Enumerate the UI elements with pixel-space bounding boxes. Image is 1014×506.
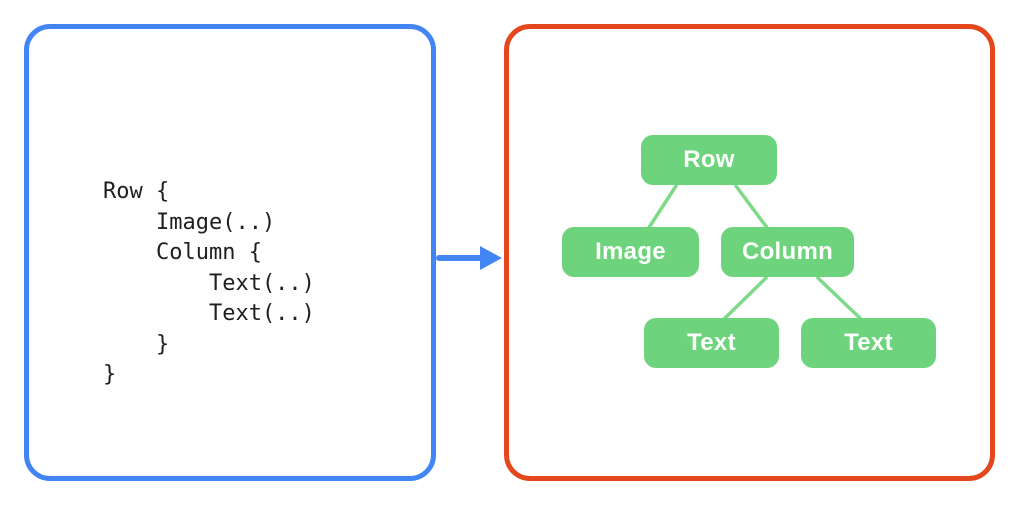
- edge-column-text-left: [721, 276, 768, 322]
- tree-connector-lines: [646, 184, 864, 322]
- tree-node-column: Column: [721, 227, 854, 277]
- tree-node-image: Image: [562, 227, 699, 277]
- arrow-right-icon: [480, 246, 502, 270]
- arrow-shaft: [436, 255, 484, 261]
- edge-column-text-right: [816, 276, 864, 322]
- edge-row-column: [734, 184, 770, 231]
- tree-node-text-left: Text: [644, 318, 779, 368]
- tree-node-text-right: Text: [801, 318, 936, 368]
- code-panel: Row { Image(..) Column { Text(..) Text(.…: [24, 24, 436, 481]
- tree-panel: Row Image Column Text Text: [504, 24, 995, 481]
- tree-node-row: Row: [641, 135, 777, 185]
- edge-row-image: [646, 184, 678, 231]
- code-snippet: Row { Image(..) Column { Text(..) Text(.…: [103, 179, 315, 387]
